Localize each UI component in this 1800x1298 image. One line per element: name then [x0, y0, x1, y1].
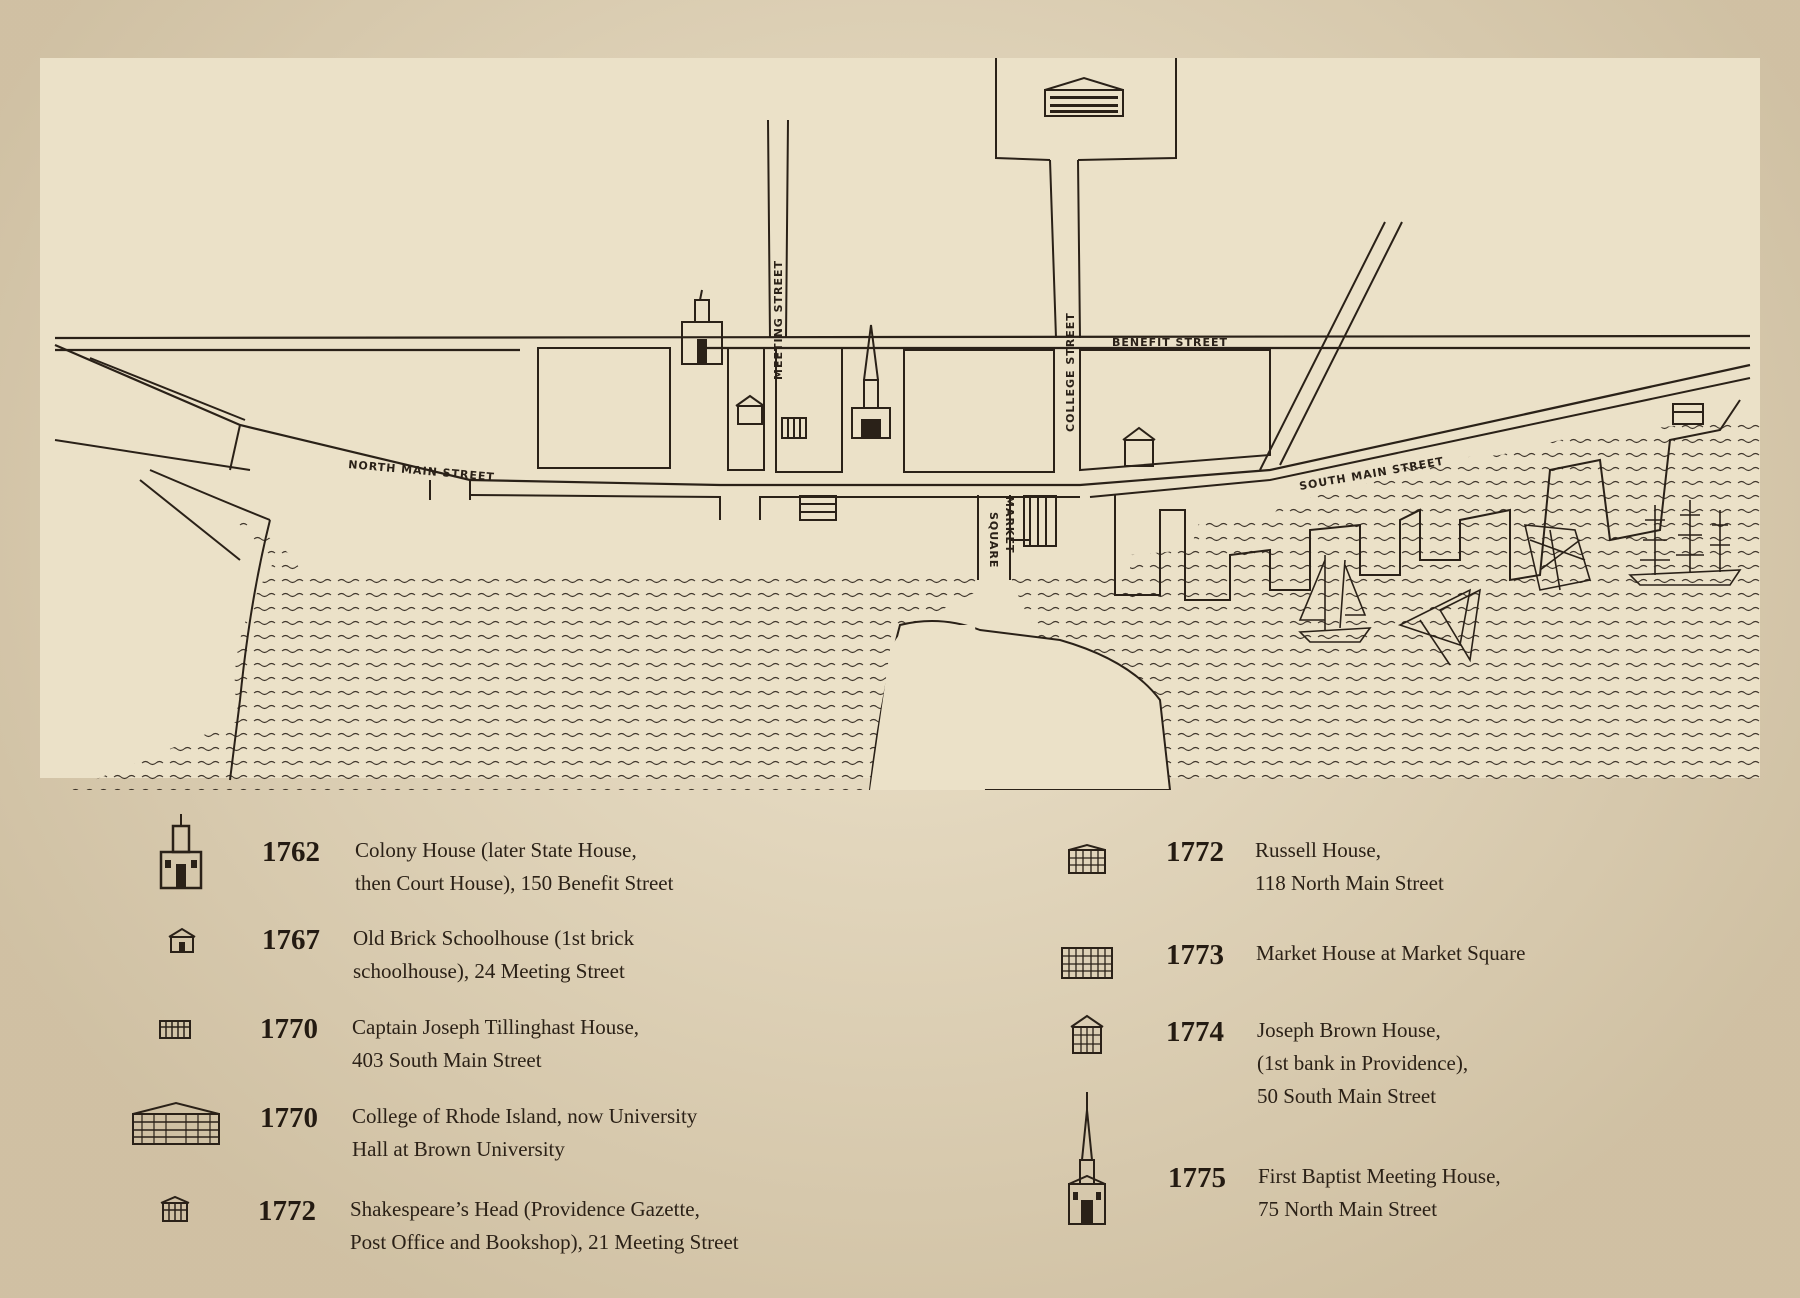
shakespeares-head-map-icon [781, 417, 807, 439]
joseph-brown-house-icon [1070, 1014, 1104, 1054]
ship-sloop [1298, 555, 1372, 643]
label-market: MARKET [1003, 496, 1016, 553]
label-square: SQUARE [987, 512, 1000, 568]
label-college-street: COLLEGE STREET [1064, 312, 1077, 432]
legend-description: College of Rhode Island, now University … [352, 1104, 698, 1161]
university-hall-map-icon [1044, 76, 1124, 117]
legend-description: Shakespeare’s Head (Providence Gazette, … [350, 1197, 739, 1254]
ship-frigate [1628, 500, 1742, 586]
tillinghast-map-icon [1672, 403, 1704, 425]
legend-description: Old Brick Schoolhouse (1st brick schoolh… [353, 926, 635, 983]
legend-year: 1762 [262, 836, 320, 868]
wharves [1114, 399, 1741, 601]
block-1 [537, 347, 671, 469]
schoolhouse-map-icon [735, 394, 765, 425]
university-hall-icon [132, 1101, 220, 1145]
diagonal-street [1259, 221, 1403, 471]
first-baptist-icon [1068, 1092, 1106, 1225]
colony-house-icon [159, 814, 203, 890]
legend-description: Colony House (later State House, then Co… [355, 838, 674, 895]
legend-description: Captain Joseph Tillinghast House, 403 So… [352, 1015, 640, 1072]
legend-description: Russell House, 118 North Main Street [1255, 838, 1444, 895]
college-street [1049, 159, 1081, 339]
colony-house-map-icon [681, 289, 723, 365]
legend-year: 1770 [260, 1013, 318, 1045]
weybosset-land-west [870, 624, 985, 790]
legend-year: 1775 [1168, 1162, 1226, 1194]
label-meeting-street: MEETING STREET [772, 260, 785, 380]
benefit-street [54, 334, 1751, 340]
legend-year: 1770 [260, 1102, 318, 1134]
providence-1775-map: NORTH MAIN STREET SOUTH MAIN STREET BENE… [54, 58, 1760, 790]
schoolhouse-icon [168, 927, 196, 953]
russell-house-icon [1068, 843, 1106, 874]
harbor-water-east [1010, 415, 1760, 780]
label-benefit-street: BENEFIT STREET [1112, 336, 1228, 349]
legend-description: Market House at Market Square [1256, 941, 1526, 965]
legend-year: 1772 [258, 1195, 316, 1227]
legend-year: 1767 [262, 924, 320, 956]
meeting-street [767, 119, 789, 339]
block-5 [1079, 349, 1271, 472]
shoreline [229, 519, 271, 781]
russell-house-map-icon [799, 495, 837, 521]
block-4 [903, 349, 1055, 473]
shakespeares-head-icon [160, 1195, 190, 1222]
college-green [995, 58, 1177, 161]
legend-year: 1774 [1166, 1016, 1224, 1048]
first-baptist-map-icon [851, 324, 891, 439]
ship-brig [1523, 524, 1592, 591]
legend-description: First Baptist Meeting House, 75 North Ma… [1258, 1164, 1501, 1221]
tillinghast-house-icon [159, 1020, 191, 1039]
harbor-water [70, 515, 980, 790]
legend-year: 1773 [1166, 939, 1224, 971]
legend-description: Joseph Brown House, (1st bank in Provide… [1257, 1018, 1469, 1108]
block-2 [727, 347, 765, 471]
joseph-brown-map-icon [1122, 426, 1156, 467]
ship-boats [1397, 588, 1482, 666]
market-house-icon [1061, 947, 1113, 979]
market-house-map-icon [1023, 495, 1057, 547]
legend-year: 1772 [1166, 836, 1224, 868]
label-north-main-street: NORTH MAIN STREET [348, 458, 496, 484]
block-3 [775, 347, 843, 473]
